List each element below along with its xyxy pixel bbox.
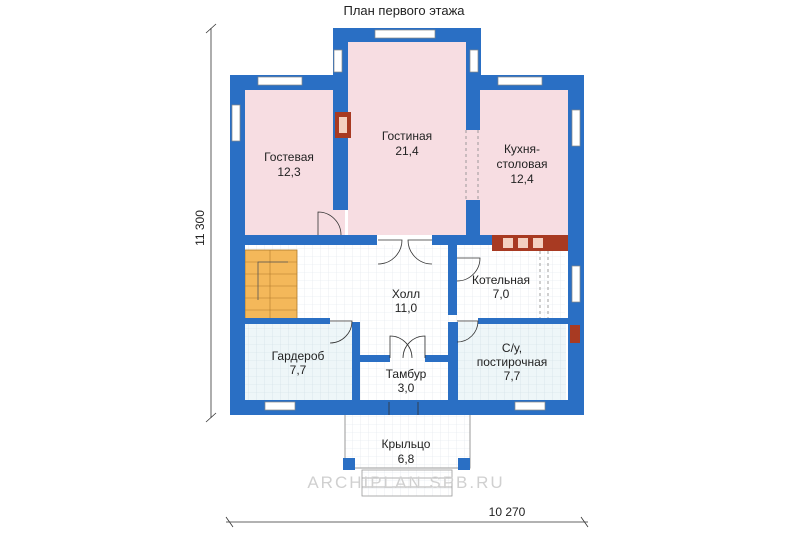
fireplace bbox=[335, 112, 351, 138]
hall-area: 11,0 bbox=[395, 301, 418, 315]
guest-room-area: 12,3 bbox=[277, 165, 301, 179]
bath-floor bbox=[458, 322, 566, 400]
bath-name-line2: постирочная bbox=[477, 355, 548, 369]
staircase bbox=[244, 249, 298, 321]
vestibule-area: 3,0 bbox=[398, 381, 415, 395]
kitchen-name-line1: Кухня- bbox=[504, 142, 540, 156]
dimension-depth bbox=[205, 23, 217, 423]
dimension-width bbox=[225, 516, 589, 528]
bath-area: 7,7 bbox=[504, 369, 521, 383]
width-dimension-label: 10 270 bbox=[489, 505, 526, 519]
living-room-name: Гостиная bbox=[382, 129, 432, 143]
bath-name-line1: С/у, bbox=[502, 341, 522, 355]
living-room-floor bbox=[348, 42, 466, 235]
hall-name: Холл bbox=[392, 287, 420, 301]
dashed-openings bbox=[465, 130, 549, 318]
porch bbox=[343, 404, 471, 497]
kitchen-floor bbox=[466, 90, 568, 235]
wardrobe-area: 7,7 bbox=[290, 363, 307, 377]
boiler-room-name: Котельная bbox=[472, 273, 530, 287]
kitchen-name-line2: столовая bbox=[497, 157, 548, 171]
wardrobe-floor bbox=[245, 322, 353, 400]
kitchen-area: 12,4 bbox=[510, 172, 534, 186]
porch-name: Крыльцо bbox=[382, 437, 431, 451]
depth-dimension-label: 11 300 bbox=[193, 210, 207, 246]
vestibule-name: Тамбур bbox=[386, 367, 427, 381]
kitchen-counter bbox=[492, 235, 580, 343]
porch-area: 6,8 bbox=[398, 452, 415, 466]
doors bbox=[317, 211, 481, 415]
watermark: ARCHIPLAN.SPB.RU bbox=[307, 473, 504, 492]
guest-room-floor bbox=[245, 90, 345, 235]
boiler-room-area: 7,0 bbox=[493, 287, 510, 301]
living-room-area: 21,4 bbox=[395, 144, 419, 158]
guest-room-name: Гостевая bbox=[264, 150, 314, 164]
plan-title: План первого этажа bbox=[343, 3, 465, 18]
room-labels: Гостевая 12,3 Гостиная 21,4 Кухня- столо… bbox=[264, 129, 547, 466]
wardrobe-name: Гардероб bbox=[272, 349, 325, 363]
windows bbox=[231, 29, 581, 411]
